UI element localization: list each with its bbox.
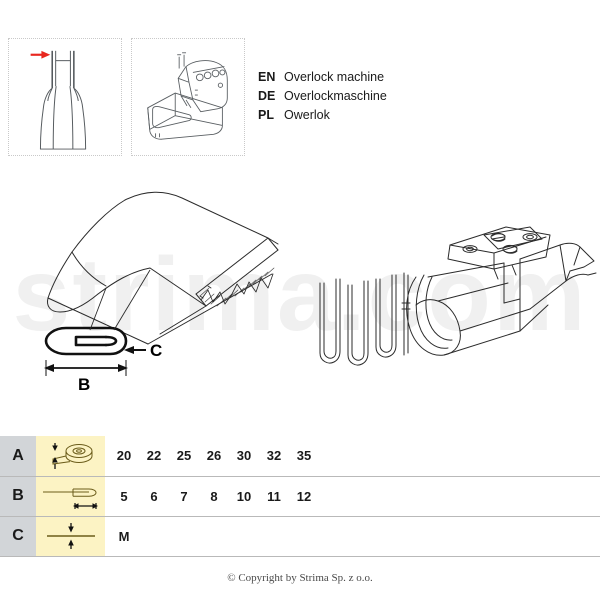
language-product-name: Overlockmaschine <box>284 89 387 103</box>
copyright-notice: © Copyright by Strima Sp. z o.o. <box>227 572 373 584</box>
spec-row-values: M <box>105 516 600 557</box>
spec-value: 6 <box>150 488 158 504</box>
spec-value: 10 <box>236 488 252 504</box>
spec-row-letter: B <box>0 476 36 517</box>
language-code: DE <box>258 89 276 103</box>
spec-value: 32 <box>266 448 282 464</box>
table-row: C <box>0 516 600 557</box>
spec-value: 11 <box>267 488 281 504</box>
dimension-label-b: B <box>78 375 90 394</box>
garment-dress-thumbnail <box>8 38 122 156</box>
language-row-de: DE Overlockmaschine <box>258 89 387 108</box>
language-list: EN Overlock machine DE Overlockmaschine … <box>258 70 387 127</box>
binder-attachment-diagram <box>298 205 600 395</box>
language-code: EN <box>258 70 276 84</box>
spec-value: 25 <box>176 448 192 464</box>
spec-value: 7 <box>180 488 188 504</box>
spec-value: 5 <box>120 488 128 504</box>
spec-value: 20 <box>116 448 132 464</box>
red-arrow-icon <box>30 50 51 59</box>
language-row-pl: PL Owerlok <box>258 108 387 127</box>
spec-row-values: 5 6 7 8 10 11 12 <box>105 476 600 517</box>
specification-table: A <box>0 436 600 557</box>
spec-value: 35 <box>296 448 312 464</box>
spec-row-values: 20 22 25 26 30 32 35 <box>105 436 600 477</box>
language-code: PL <box>258 108 274 122</box>
spec-value: 8 <box>210 488 218 504</box>
spec-value: 12 <box>296 488 312 504</box>
spec-value: 30 <box>236 448 252 464</box>
table-row: B <box>0 476 600 517</box>
overlock-machine-thumbnail <box>131 38 245 156</box>
spec-value: 22 <box>146 448 162 464</box>
folded-hem-width-icon <box>36 476 105 517</box>
folded-binding-diagram: C B <box>10 178 310 403</box>
dimension-label-c: C <box>150 341 162 360</box>
tape-roll-height-icon <box>36 436 105 477</box>
spec-row-letter: A <box>0 436 36 477</box>
spec-row-letter: C <box>0 516 36 557</box>
table-row: A <box>0 436 600 477</box>
language-product-name: Overlock machine <box>284 70 385 84</box>
spec-value: 26 <box>206 448 222 464</box>
language-row-en: EN Overlock machine <box>258 70 387 89</box>
material-thickness-icon <box>36 516 105 557</box>
spec-value: M <box>118 528 130 544</box>
language-product-name: Owerlok <box>284 108 330 122</box>
